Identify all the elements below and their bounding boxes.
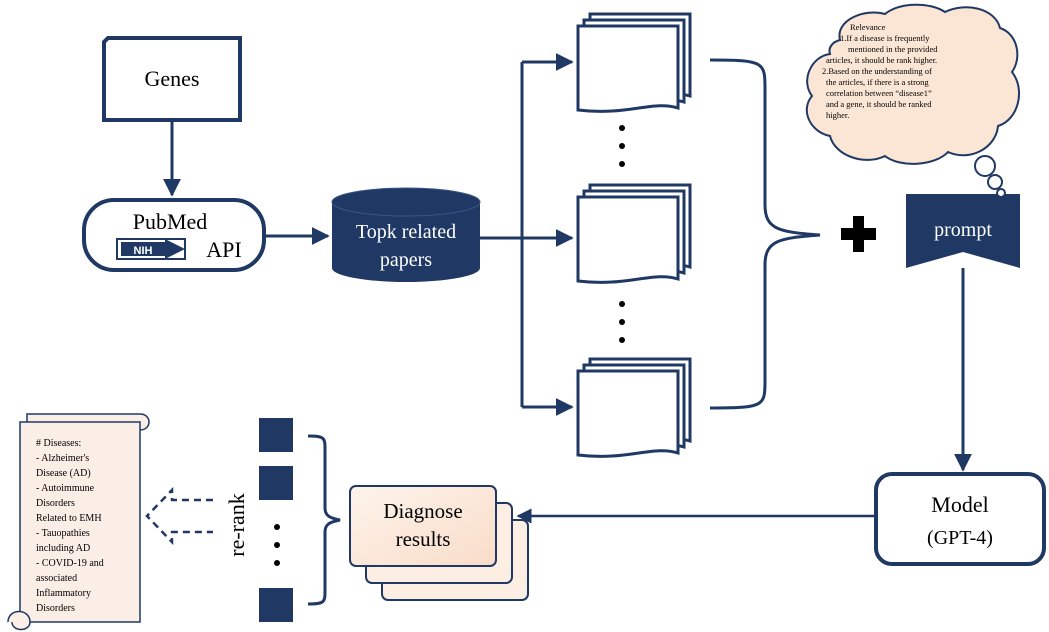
- scroll-line-8: - COVID-19 and: [36, 558, 104, 569]
- document-stack-1: [576, 12, 692, 113]
- cloud-line-0: Relevance: [850, 22, 886, 32]
- thought-cloud: Relevance 1.If a disease is frequently m…: [805, 3, 1021, 198]
- model-label-line1: Model: [931, 492, 988, 517]
- ellipsis-dots-lower: [619, 301, 625, 343]
- ranked-item-2: [259, 466, 293, 500]
- thought-bubble-small-1: [974, 155, 996, 177]
- thought-bubble-small-3: [996, 188, 1006, 198]
- documents-brace: [709, 58, 821, 410]
- topk-to-documents-connector: [480, 53, 574, 416]
- cloud-line-3: articles, it should be rank higher.: [826, 55, 937, 65]
- cloud-line-7: and a gene, it should be ranked: [826, 99, 932, 109]
- prompt-label: prompt: [934, 219, 992, 241]
- diagnose-results-stack: Diagnose results: [349, 485, 529, 601]
- scroll-line-7: including AD: [36, 543, 90, 554]
- cloud-line-8: higher.: [826, 110, 849, 120]
- model-node: Model (GPT-4): [874, 472, 1046, 566]
- pubmed-label: PubMed: [133, 209, 208, 234]
- scroll-line-6: - Tauopathies: [36, 528, 90, 539]
- nih-logo-text: NIH: [134, 245, 153, 257]
- diagnose-label-line2: results: [396, 527, 451, 551]
- api-label: API: [206, 237, 241, 262]
- scroll-line-3: - Autoimmune: [36, 483, 95, 494]
- scroll-line-4: Disorders: [36, 498, 75, 509]
- model-label-line2: (GPT-4): [927, 527, 993, 549]
- rerank-brace: [307, 434, 341, 606]
- cloud-line-6: correlation between “disease1”: [826, 88, 932, 98]
- scroll-line-9: associated: [36, 573, 77, 584]
- rerank-label: re-rank: [224, 493, 249, 557]
- topk-papers-database: Topk related papers: [331, 187, 481, 282]
- scroll-line-11: Disorders: [36, 603, 75, 614]
- genes-label: Genes: [145, 66, 200, 91]
- document-stack-3: [576, 357, 692, 458]
- nih-logo: NIH: [116, 238, 186, 260]
- plus-icon: [841, 216, 876, 252]
- scroll-line-0: # Diseases:: [36, 438, 81, 449]
- diagnose-label-line1: Diagnose: [383, 499, 462, 523]
- ranked-ellipsis-dots: [274, 524, 280, 566]
- ranked-item-1: [259, 418, 293, 452]
- scroll-line-10: Inflammatory: [36, 588, 91, 599]
- disease-scroll: # Diseases: - Alzheimer's Disease (AD) -…: [7, 413, 150, 631]
- cloud-line-1: 1.If a disease is frequently: [840, 33, 930, 43]
- scroll-line-2: Disease (AD): [36, 468, 91, 479]
- thought-bubble-small-2: [987, 174, 1003, 190]
- topk-label-line1: Topk related: [356, 221, 456, 243]
- prompt-node: prompt: [906, 194, 1020, 268]
- ranked-item-3: [259, 588, 293, 622]
- pubmed-api-node: PubMed NIH API: [82, 198, 266, 272]
- cloud-line-5: the articles, if there is a strong: [826, 77, 929, 87]
- topk-label-line2: papers: [380, 249, 432, 271]
- cloud-line-4: 2.Based on the understanding of: [822, 66, 932, 76]
- scroll-line-1: - Alzheimer's: [36, 453, 89, 464]
- scroll-line-5: Related to EMH: [36, 513, 102, 524]
- genes-node: Genes: [102, 36, 242, 122]
- ranked-items: [259, 418, 293, 622]
- document-stack-2: [576, 183, 692, 284]
- cloud-line-2: mentioned in the provided: [848, 44, 938, 54]
- dashed-output-arrow: [145, 486, 213, 546]
- ellipsis-dots-upper: [619, 125, 625, 167]
